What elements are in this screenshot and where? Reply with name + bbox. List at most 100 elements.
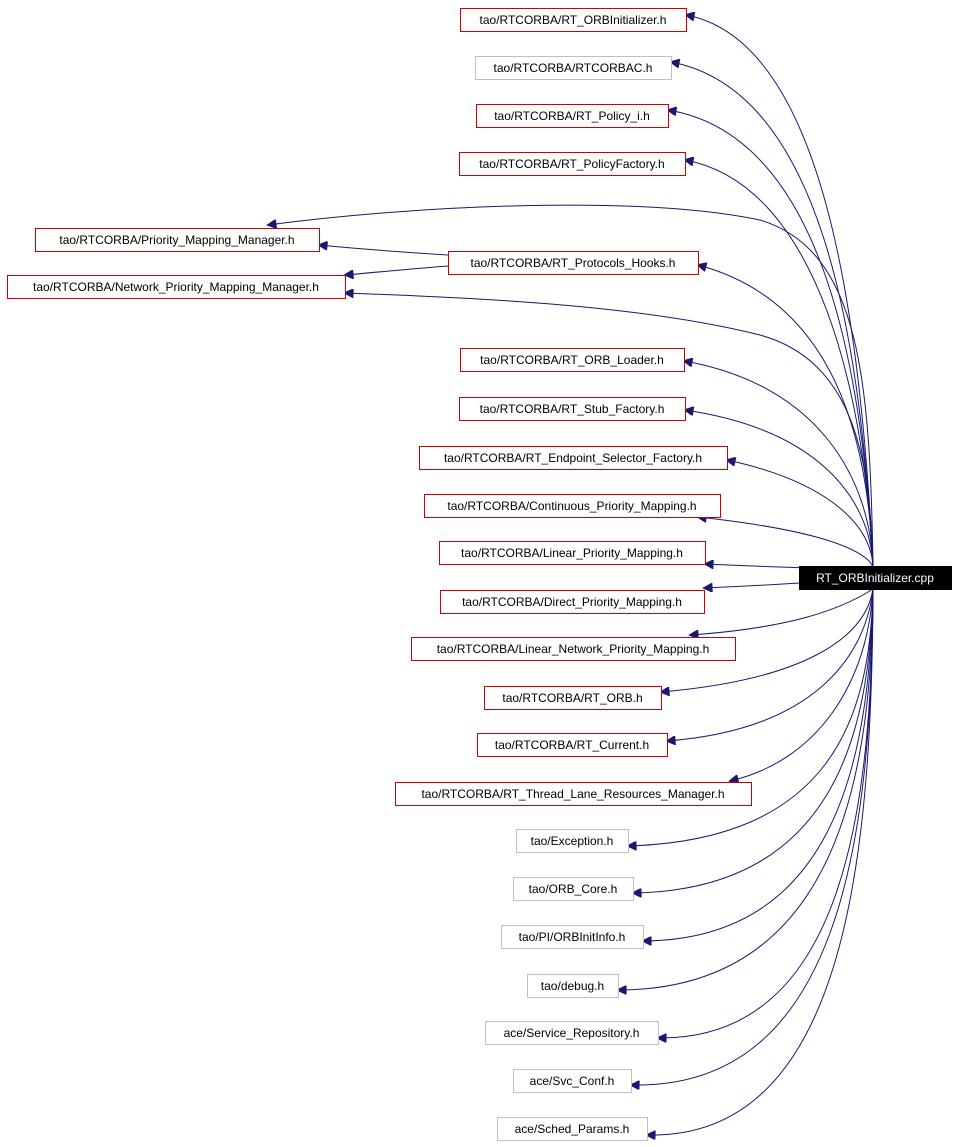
include-node[interactable]: tao/RTCORBA/RT_Thread_Lane_Resources_Man… — [395, 782, 752, 806]
include-node[interactable]: tao/RTCORBA/RT_ORBInitializer.h — [460, 8, 687, 32]
edge-root-to-n14 — [690, 588, 874, 635]
include-node[interactable]: tao/RTCORBA/Network_Priority_Mapping_Man… — [7, 275, 346, 299]
node-box — [424, 494, 721, 518]
node-label: tao/RTCORBA/Continuous_Priority_Mapping.… — [447, 499, 696, 513]
node-box — [395, 782, 752, 806]
edge-root-to-n1 — [686, 15, 874, 567]
node-box — [7, 275, 346, 299]
node-box — [440, 590, 705, 614]
include-node[interactable]: tao/ORB_Core.h — [513, 877, 634, 901]
node-box — [439, 541, 706, 565]
edge-root-to-n15 — [661, 588, 874, 692]
node-label: tao/RTCORBA/RT_Thread_Lane_Resources_Man… — [421, 787, 724, 801]
node-box — [35, 228, 320, 252]
node-label: tao/RTCORBA/RT_Policy_i.h — [494, 109, 650, 123]
edge-root-to-n18 — [628, 588, 874, 846]
node-box — [475, 56, 672, 80]
nodes-layer: tao/RTCORBA/RT_ORBInitializer.h tao/RTCOR… — [7, 8, 952, 1141]
node-box — [411, 637, 736, 661]
edge-root-to-n23 — [631, 588, 874, 1085]
node-box — [476, 104, 669, 128]
node-label: tao/PI/ORBInitInfo.h — [519, 930, 626, 944]
edge-root-to-n5 — [268, 204, 874, 567]
node-box — [513, 1069, 632, 1093]
include-node[interactable]: ace/Sched_Params.h — [497, 1117, 648, 1141]
node-box — [513, 877, 634, 901]
node-label: tao/RTCORBA/RT_PolicyFactory.h — [479, 157, 664, 171]
node-label: tao/RTCORBA/RT_Current.h — [495, 738, 649, 752]
edge-root-to-n2 — [671, 62, 874, 567]
include-node[interactable]: tao/RTCORBA/RT_PolicyFactory.h — [459, 152, 686, 176]
include-node[interactable]: tao/RTCORBA/Continuous_Priority_Mapping.… — [424, 494, 721, 518]
include-node[interactable]: tao/RTCORBA/Linear_Network_Priority_Mapp… — [411, 637, 736, 661]
edge-root-to-n17 — [730, 588, 874, 781]
include-node[interactable]: tao/RTCORBA/RTCORBAC.h — [475, 56, 672, 80]
node-label: tao/Exception.h — [531, 834, 614, 848]
edges-layer — [268, 15, 874, 1135]
edge-root-to-n6 — [698, 265, 874, 567]
node-label: tao/RTCORBA/Network_Priority_Mapping_Man… — [33, 280, 319, 294]
node-label: ace/Svc_Conf.h — [530, 1074, 615, 1088]
node-label: tao/RTCORBA/RT_ORB.h — [502, 691, 642, 705]
node-box — [448, 251, 699, 275]
node-label: tao/RTCORBA/Priority_Mapping_Manager.h — [59, 233, 294, 247]
node-label: tao/debug.h — [541, 979, 604, 993]
edge-root-to-n11 — [698, 517, 874, 567]
node-label: ace/Sched_Params.h — [515, 1122, 630, 1136]
node-label: tao/RTCORBA/Linear_Priority_Mapping.h — [461, 546, 683, 560]
include-node[interactable]: tao/RTCORBA/Linear_Priority_Mapping.h — [439, 541, 706, 565]
include-node[interactable]: tao/RTCORBA/RT_Endpoint_Selector_Factory… — [419, 446, 728, 470]
node-box — [459, 152, 686, 176]
node-box — [484, 686, 662, 710]
include-node[interactable]: tao/RTCORBA/Direct_Priority_Mapping.h — [440, 590, 705, 614]
node-box — [419, 446, 728, 470]
include-node[interactable]: tao/RTCORBA/Priority_Mapping_Manager.h — [35, 228, 320, 252]
include-node[interactable]: ace/Svc_Conf.h — [513, 1069, 632, 1093]
edge-root-to-n3 — [668, 110, 874, 567]
node-box — [477, 733, 668, 757]
edge-n6-to-n7 — [345, 265, 449, 275]
include-node[interactable]: tao/RTCORBA/RT_ORB_Loader.h — [460, 348, 685, 372]
node-label: tao/ORB_Core.h — [529, 882, 618, 896]
node-label: RT_ORBInitializer.cpp — [816, 571, 934, 585]
include-node[interactable]: tao/RTCORBA/RT_ORB.h — [484, 686, 662, 710]
node-label: tao/RTCORBA/RT_ORBInitializer.h — [480, 13, 667, 27]
node-box — [485, 1021, 659, 1045]
include-node[interactable]: tao/RTCORBA/RT_Current.h — [477, 733, 668, 757]
edge-root-to-n21 — [618, 588, 874, 990]
include-node[interactable]: ace/Service_Repository.h — [485, 1021, 659, 1045]
node-box — [501, 925, 644, 949]
node-label: tao/RTCORBA/RTCORBAC.h — [494, 61, 653, 75]
node-box — [516, 829, 629, 853]
edge-n6-to-n5 — [319, 245, 449, 256]
node-label: tao/RTCORBA/Linear_Network_Priority_Mapp… — [437, 642, 710, 656]
include-node[interactable]: tao/RTCORBA/RT_Stub_Factory.h — [459, 397, 686, 421]
node-box — [527, 974, 619, 998]
node-label: ace/Service_Repository.h — [504, 1026, 640, 1040]
node-box — [459, 397, 686, 421]
node-box — [460, 8, 687, 32]
edge-root-to-n16 — [667, 588, 874, 741]
node-label: tao/RTCORBA/RT_Endpoint_Selector_Factory… — [444, 451, 702, 465]
edge-root-to-n7 — [345, 293, 874, 567]
edge-root-to-n19 — [633, 588, 874, 893]
root-node: RT_ORBInitializer.cpp — [799, 566, 952, 590]
node-label: tao/RTCORBA/RT_Protocols_Hooks.h — [471, 256, 676, 270]
node-label: tao/RTCORBA/RT_ORB_Loader.h — [480, 353, 664, 367]
include-node[interactable]: tao/RTCORBA/RT_Protocols_Hooks.h — [448, 251, 699, 275]
edge-root-to-n8 — [684, 361, 874, 567]
node-box — [497, 1117, 648, 1141]
include-node[interactable]: tao/Exception.h — [516, 829, 629, 853]
edge-root-to-n24 — [647, 588, 874, 1135]
edge-root-to-n9 — [685, 410, 874, 567]
edge-root-to-n20 — [643, 588, 874, 941]
node-box — [799, 566, 952, 590]
include-node[interactable]: tao/RTCORBA/RT_Policy_i.h — [476, 104, 669, 128]
edge-root-to-n10 — [727, 460, 874, 567]
include-node[interactable]: tao/PI/ORBInitInfo.h — [501, 925, 644, 949]
node-box — [460, 348, 685, 372]
include-node[interactable]: tao/debug.h — [527, 974, 619, 998]
node-label: tao/RTCORBA/Direct_Priority_Mapping.h — [462, 595, 682, 609]
node-label: tao/RTCORBA/RT_Stub_Factory.h — [480, 402, 665, 416]
